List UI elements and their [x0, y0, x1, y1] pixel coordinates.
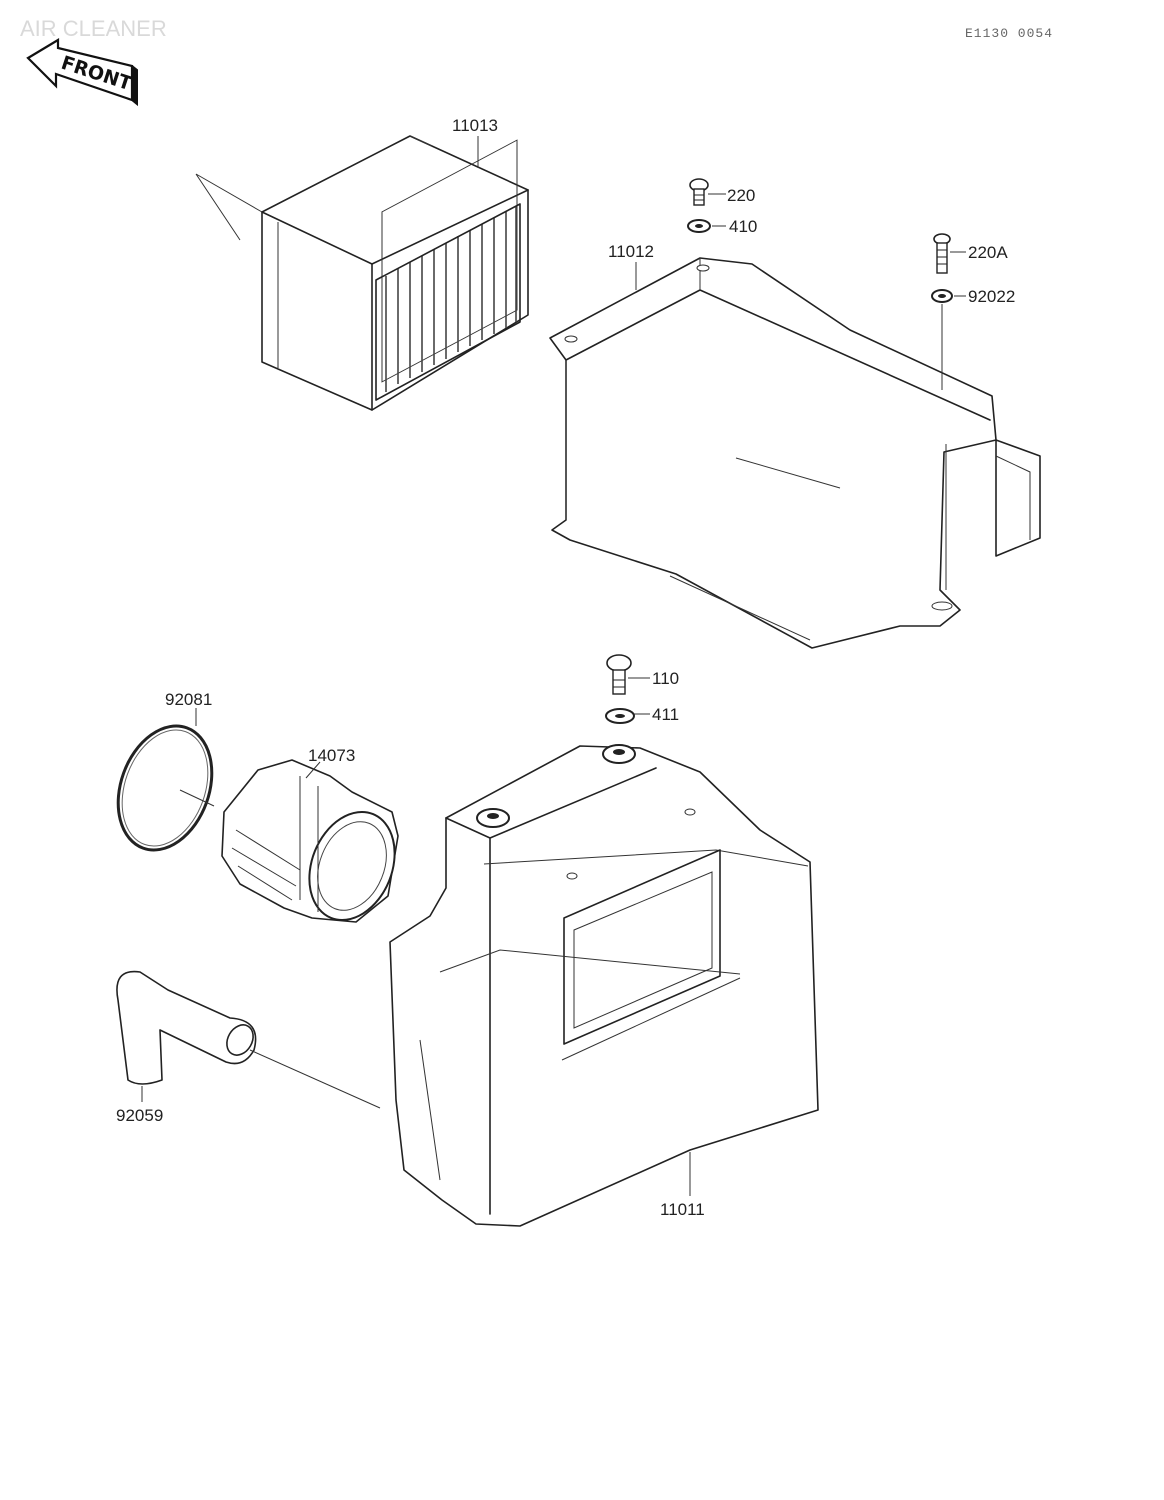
part-label-410: 410 — [729, 217, 757, 236]
washer-92022-icon — [931, 289, 953, 303]
part-label-220: 220 — [727, 186, 755, 205]
part-label-11012: 11012 — [608, 242, 654, 261]
air-cleaner-cover — [549, 257, 1041, 649]
diagram-title: AIR CLEANER — [20, 16, 167, 41]
part-label-411: 411 — [652, 705, 679, 724]
part-label-11011: 11011 — [660, 1200, 705, 1219]
washer-411-icon — [605, 708, 635, 724]
part-label-92081: 92081 — [165, 690, 212, 709]
part-label-92022: 92022 — [968, 287, 1015, 306]
part-label-220a: 220A — [968, 243, 1008, 262]
front-arrow-icon: FRONT — [26, 38, 138, 107]
part-label-14073: 14073 — [308, 746, 355, 765]
part-label-110: 110 — [652, 669, 679, 688]
screw-220-icon — [689, 178, 709, 206]
part-label-11013: 11013 — [452, 116, 498, 135]
screw-220a-icon — [933, 233, 951, 274]
washer-410-icon — [687, 219, 711, 233]
part-label-92059: 92059 — [116, 1106, 163, 1125]
reference-code: E1130 0054 — [965, 26, 1053, 41]
air-cleaner-case-11011 — [389, 744, 819, 1227]
o-ring-92081 — [116, 724, 214, 852]
intake-duct-14073 — [221, 759, 399, 923]
drain-hose-92059 — [116, 970, 257, 1085]
air-filter-element — [195, 135, 529, 411]
bolt-110-icon — [606, 654, 632, 695]
